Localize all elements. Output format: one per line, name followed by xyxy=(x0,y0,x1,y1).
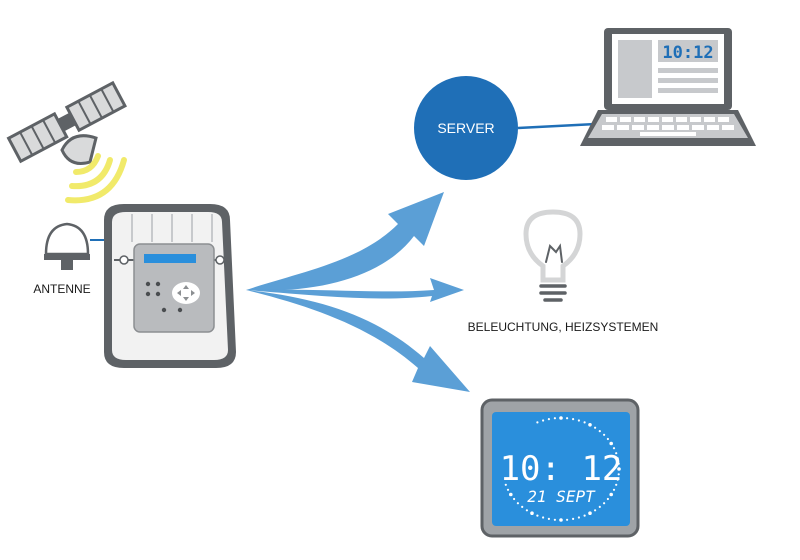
clock-tick xyxy=(542,419,545,422)
server-node xyxy=(414,76,597,180)
clock-tick xyxy=(513,497,516,501)
clock-tick xyxy=(509,492,513,497)
clock-tick xyxy=(566,417,569,420)
clock-tick xyxy=(588,511,592,515)
server-label: SERVER xyxy=(437,120,494,136)
clock-tick xyxy=(516,502,520,505)
gps-antenna-icon xyxy=(44,214,107,270)
clock-second-ticks xyxy=(504,416,621,522)
clock-tick xyxy=(521,505,524,508)
clock-tick xyxy=(594,509,597,512)
clock-tick xyxy=(615,452,618,455)
light-bulb-icon xyxy=(523,209,583,302)
clock-tick xyxy=(603,433,606,436)
clock-tick xyxy=(553,518,557,521)
laptop-icon xyxy=(580,28,756,146)
clock-tick xyxy=(598,430,601,433)
arrow-to-clock xyxy=(246,290,470,392)
clock-tick xyxy=(553,417,557,420)
clock-tick xyxy=(559,416,563,420)
clock-tick xyxy=(547,517,551,521)
clock-tick xyxy=(536,421,539,424)
clock-tick xyxy=(594,426,597,429)
clock-tick xyxy=(617,467,621,471)
clock-tick xyxy=(615,483,618,486)
clock-tick xyxy=(572,418,575,421)
clock-tick xyxy=(530,511,534,515)
clock-tick xyxy=(542,516,545,519)
clock-tick xyxy=(583,421,586,424)
clock-tick xyxy=(536,514,539,517)
clock-tick xyxy=(598,505,601,508)
distribution-arrows xyxy=(246,192,470,392)
clock-tick xyxy=(609,492,613,497)
clock-tick xyxy=(616,457,619,460)
clock-tick xyxy=(617,473,620,476)
clock-tick xyxy=(617,462,620,465)
clock-tick xyxy=(583,514,586,517)
clock-tick xyxy=(577,419,581,422)
clock-tick xyxy=(612,488,616,491)
clock-tick xyxy=(577,516,581,519)
clock-tick xyxy=(588,423,592,427)
arrow-to-server xyxy=(246,192,444,291)
clock-tick xyxy=(566,518,569,521)
clock-tick xyxy=(606,437,610,441)
clock-tick xyxy=(504,483,507,486)
clock-tick xyxy=(612,447,616,450)
antenna-label: ANTENNE xyxy=(33,282,90,296)
digital-wall-clock xyxy=(480,398,640,538)
clock-tick xyxy=(572,517,575,521)
clock-tick xyxy=(603,502,606,505)
clock-tick xyxy=(506,488,510,491)
clock-tick xyxy=(525,509,529,512)
clock-tick xyxy=(616,478,619,481)
clock-tick xyxy=(547,418,551,421)
laptop-time: 10:12 xyxy=(662,43,713,63)
clock-tick xyxy=(609,441,613,446)
time-server-device xyxy=(104,204,236,368)
satellite-icon xyxy=(6,80,127,165)
clock-date: 21 SEPT xyxy=(527,487,596,506)
clock-time: 10: 12 xyxy=(500,449,623,489)
signal-waves-icon xyxy=(65,153,127,204)
clock-tick xyxy=(606,497,610,501)
arrow-to-lighting xyxy=(246,278,464,302)
clock-tick xyxy=(559,518,563,522)
lighting-label: BELEUCHTUNG, HEIZSYSTEMEN xyxy=(468,320,659,334)
